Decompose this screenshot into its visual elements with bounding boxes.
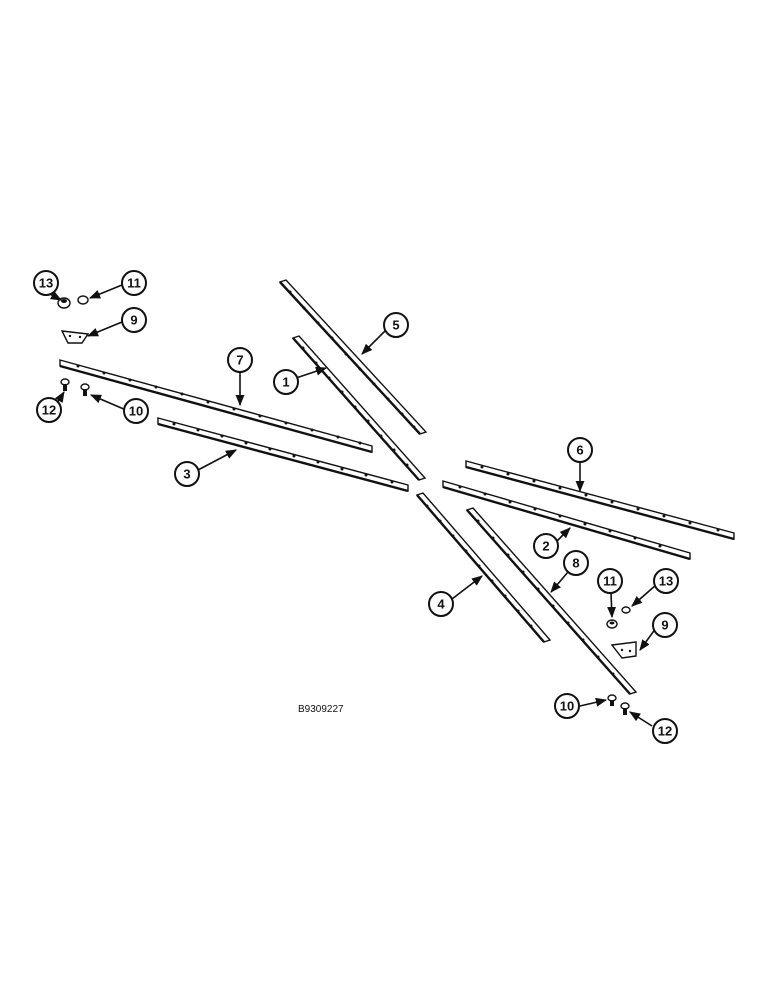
nut-11-right: [606, 619, 618, 629]
callout-text: 3: [183, 467, 190, 482]
callout-8: 8: [563, 550, 589, 576]
callout-2: 2: [533, 533, 559, 559]
callout-13-left: 13: [33, 270, 59, 296]
callout-text: 13: [659, 574, 673, 589]
callout-5: 5: [383, 312, 409, 338]
callout-text: 8: [572, 556, 579, 571]
callout-9-right: 9: [652, 612, 678, 638]
bar-1: [291, 335, 427, 481]
plate-9-left: [60, 330, 90, 344]
callout-text: 12: [658, 724, 672, 739]
bar-8: [465, 507, 638, 695]
callout-11-right: 11: [597, 568, 623, 594]
callout-text: 1: [282, 375, 289, 390]
nut-11-left: [77, 295, 89, 305]
callout-13-right: 13: [653, 568, 679, 594]
bolt-10-left: [80, 383, 90, 396]
bar-7: [59, 359, 373, 454]
callout-text: 13: [39, 276, 53, 291]
callout-10-right: 10: [554, 693, 580, 719]
callout-text: 6: [576, 443, 583, 458]
bolt-12-left: [60, 378, 70, 391]
bar-3: [157, 417, 409, 493]
callout-6: 6: [567, 437, 593, 463]
drawing-code: B9309227: [298, 704, 344, 715]
callout-9-left: 9: [121, 307, 147, 333]
bar-5: [278, 279, 428, 435]
nut-13-right: [621, 606, 631, 614]
callout-12-right: 12: [652, 718, 678, 744]
bar-6: [465, 460, 735, 541]
callout-text: 9: [130, 313, 137, 328]
callout-1: 1: [273, 369, 299, 395]
bar-4: [415, 492, 552, 643]
callout-text: 7: [236, 353, 243, 368]
callout-7: 7: [227, 347, 253, 373]
callout-text: 10: [560, 699, 574, 714]
callout-text: 10: [129, 404, 143, 419]
plate-9-right: [610, 641, 637, 659]
bolt-10-right: [607, 694, 617, 706]
bar-2: [442, 480, 691, 561]
callout-text: 12: [42, 403, 56, 418]
callout-text: 11: [127, 276, 141, 291]
callout-text: 5: [392, 318, 399, 333]
callout-10-left: 10: [123, 398, 149, 424]
callout-text: 4: [437, 597, 445, 612]
callout-3: 3: [174, 461, 200, 487]
callout-text: 2: [542, 539, 549, 554]
callout-12-left: 12: [36, 397, 62, 423]
leader-lines: [49, 284, 657, 727]
callout-4: 4: [428, 591, 454, 617]
bolt-12-right: [620, 702, 630, 715]
callout-text: 9: [661, 618, 668, 633]
callout-text: 11: [603, 574, 617, 589]
callout-11-left: 11: [121, 270, 147, 296]
